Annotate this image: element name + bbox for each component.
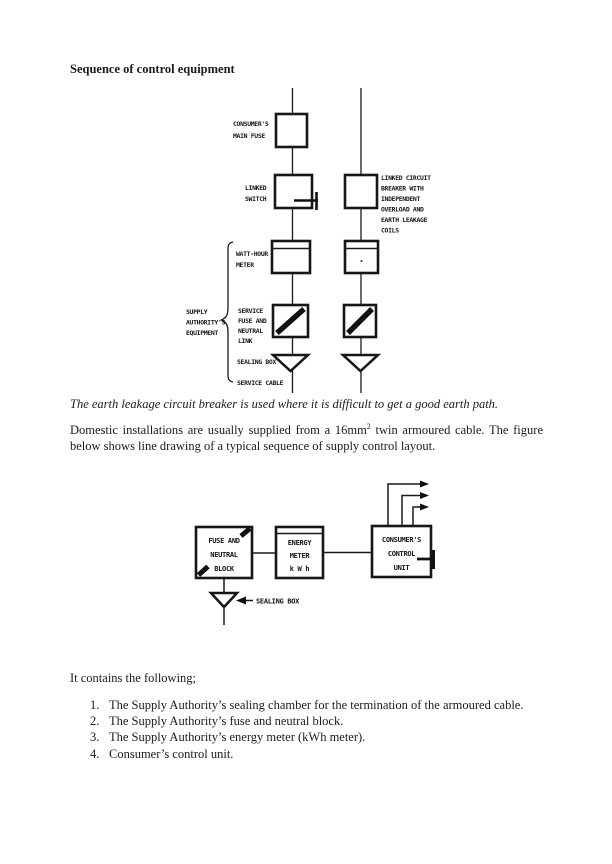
outgoing-circuit-line <box>387 483 421 526</box>
circuit-breaker-label: INDEPENDENT <box>381 195 420 203</box>
arrowhead-icon <box>420 492 429 499</box>
watt-hour-meter-label: WATT-HOUR <box>236 250 268 258</box>
circuit-breaker-label: COILS <box>381 227 399 235</box>
fuse-mark-bottom-left <box>196 564 210 577</box>
sealing-box-symbol <box>208 591 240 609</box>
fuse-element-left <box>275 306 306 336</box>
arrowhead-icon <box>420 503 429 511</box>
sealing-box-symbol-right <box>339 353 382 373</box>
list-item-text: The Supply Authority’s fuse and neutral … <box>109 714 344 729</box>
list-item: 3. The Supply Authority’s energy meter (… <box>90 729 560 745</box>
meter-dot <box>360 260 363 262</box>
arrowhead-icon <box>420 480 429 488</box>
list-item: 2. The Supply Authority’s fuse and neutr… <box>90 713 560 729</box>
energy-meter-label: ENERGY <box>288 539 313 547</box>
superscript-2: 2 <box>366 421 371 431</box>
watt-hour-meter-box-left <box>270 239 312 275</box>
list-item: 1. The Supply Authority’s sealing chambe… <box>90 697 560 713</box>
circuit-breaker-label: BREAKER WITH <box>381 185 424 193</box>
service-fuse-label: LINK <box>238 337 253 345</box>
linked-circuit-breaker-box <box>343 173 379 210</box>
fuse-neutral-block-label: NEUTRAL <box>210 551 237 559</box>
watt-hour-meter-label: METER <box>236 261 254 269</box>
circuit-breaker-label: EARTH LEAKAGE <box>381 216 428 224</box>
linked-switch-box <box>273 173 314 210</box>
list-item-text: The Supply Authority’s sealing chamber f… <box>109 698 524 712</box>
list-item: 4. Consumer’s control unit. <box>90 746 560 762</box>
control-equipment-sequence-diagram: CONSUMER'S MAIN FUSE LINKED SWITCH LINKE… <box>186 88 431 393</box>
fuse-mark-top-right <box>239 526 252 538</box>
paragraph-text: twin armoured cable. The figure below sh… <box>70 423 543 453</box>
list-item-number: 2. <box>90 714 100 729</box>
control-unit-label: UNIT <box>394 564 410 572</box>
sealing-box-symbol-left <box>269 353 312 373</box>
outgoing-circuit-line <box>412 506 421 526</box>
consumers-main-fuse-box <box>274 112 309 149</box>
outgoing-circuit-arrows <box>387 480 429 526</box>
body-paragraph: Domestic installations are usually suppl… <box>70 422 543 454</box>
linked-switch-label: SWITCH <box>245 195 267 203</box>
circuit-breaker-label: OVERLOAD AND <box>381 206 424 214</box>
supply-authority-equipment-label: EQUIPMENT <box>186 329 218 337</box>
supply-control-layout-diagram: FUSE AND NEUTRAL BLOCK ENERGY METER k W … <box>194 480 435 625</box>
sealing-box-arrowhead-icon <box>236 596 246 605</box>
watt-hour-meter-box-right <box>343 239 380 275</box>
energy-meter-box <box>274 525 325 580</box>
energy-meter-label: METER <box>290 552 311 560</box>
list-item-number: 1. <box>90 698 100 712</box>
service-fuse-label: NEUTRAL <box>238 327 263 335</box>
control-unit-label: CONTROL <box>388 550 415 558</box>
service-fuse-label: SERVICE <box>238 307 263 315</box>
circuit-breaker-label: LINKED CIRCUIT <box>381 174 431 182</box>
service-fuse-label: FUSE AND <box>238 317 267 325</box>
equipment-brace <box>219 241 234 383</box>
list-item-text: The Supply Authority’s energy meter (kWh… <box>109 730 366 745</box>
linked-switch-label: LINKED <box>245 184 267 192</box>
paragraph-text: Domestic installations are usually suppl… <box>70 423 367 437</box>
earth-leakage-note: The earth leakage circuit breaker is use… <box>70 397 499 411</box>
service-cable-label: SERVICE CABLE <box>237 379 284 387</box>
list-item-number: 3. <box>90 730 100 745</box>
list-item-text: Consumer’s control unit. <box>109 746 234 761</box>
fuse-element-right <box>346 307 374 335</box>
supply-authority-equipment-label: AUTHORITY'S <box>186 319 225 327</box>
supply-authority-equipment-label: SUPPLY <box>186 308 208 316</box>
fuse-neutral-block-label: BLOCK <box>214 565 235 573</box>
outgoing-circuit-line <box>401 494 421 526</box>
numbered-list: 1. The Supply Authority’s sealing chambe… <box>90 697 560 762</box>
sealing-box-label: SEALING BOX <box>256 598 300 606</box>
contains-heading: It contains the following; <box>70 671 197 685</box>
control-unit-label: CONSUMER'S <box>382 536 421 544</box>
page-title: Sequence of control equipment <box>70 62 235 76</box>
consumers-main-fuse-label: MAIN FUSE <box>233 132 265 140</box>
list-item-number: 4. <box>90 746 100 761</box>
consumers-main-fuse-label: CONSUMER'S <box>233 120 269 128</box>
sealing-box-label: SEALING BOX <box>237 358 276 366</box>
energy-meter-kwh-label: k W h <box>290 565 310 573</box>
fuse-neutral-block-label: FUSE AND <box>208 537 239 545</box>
